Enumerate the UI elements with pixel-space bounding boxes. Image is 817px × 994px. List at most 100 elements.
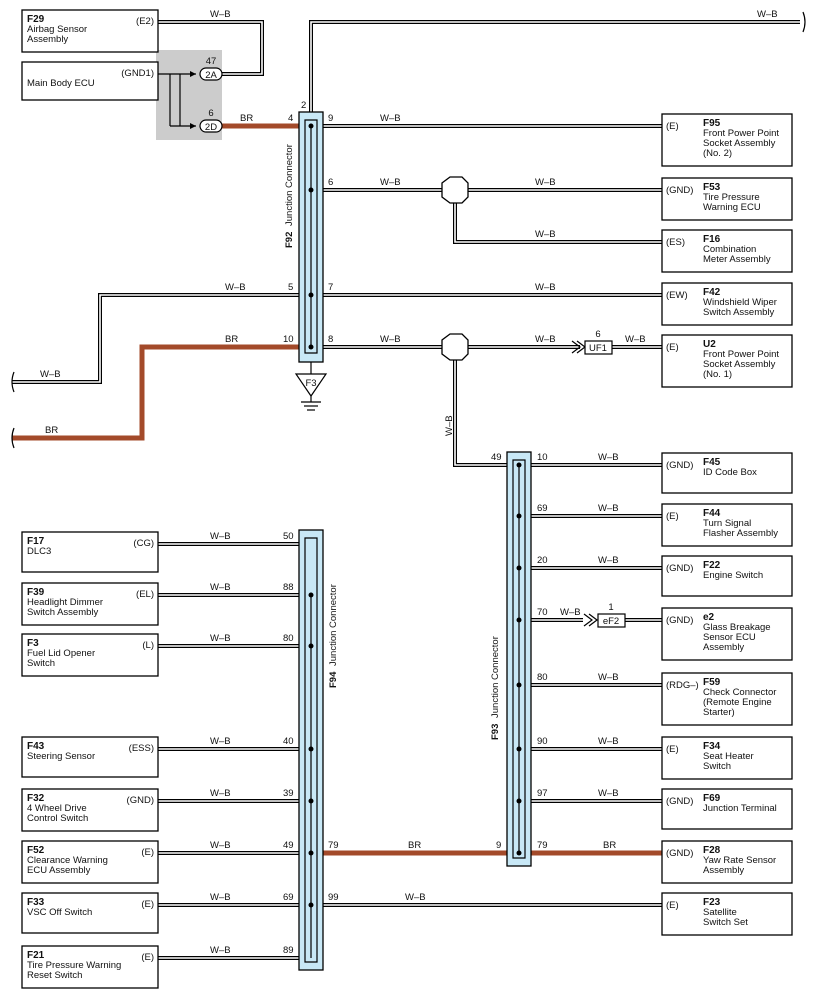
component-name-line: Switch Assembly [27, 607, 99, 618]
component-box [661, 229, 793, 273]
pin-number: 2 [301, 100, 306, 111]
component-code: F59 [703, 677, 721, 688]
component-pin-label: (E) [666, 900, 679, 911]
component-code: F44 [703, 508, 721, 519]
component-code: F28 [703, 845, 721, 856]
component-name-line: Airbag Sensor [27, 24, 87, 35]
component-name-line: ID Code Box [703, 467, 757, 478]
component-pin-label: (CG) [133, 538, 154, 549]
pin-number: 69 [283, 892, 294, 903]
component-code: F21 [27, 950, 45, 961]
component-name-line: Switch [27, 658, 55, 669]
component-box [21, 633, 159, 677]
component-code: F52 [27, 845, 45, 856]
component-box [661, 892, 793, 936]
pin-number: 7 [328, 282, 333, 293]
pin-number: 70 [537, 607, 548, 618]
component-pin-label: (GND) [666, 185, 693, 196]
wires-br [12, 123, 662, 856]
pin-number: 69 [537, 503, 548, 514]
splice-2 [441, 333, 469, 361]
pin-number: 4 [288, 113, 293, 124]
component-pin-label: (GND) [666, 563, 693, 574]
connector-ef2-pin: 1 [608, 602, 613, 613]
connector-2a: 2A 47 [199, 56, 223, 81]
component-box [661, 672, 793, 726]
component-pin-label: (L) [142, 640, 154, 651]
component-box [661, 503, 793, 547]
connector-2d: 2D 6 [199, 108, 223, 133]
pin-number: 50 [283, 531, 294, 542]
component-box [21, 840, 159, 884]
junction-f93-code: F93 [490, 724, 501, 740]
pin-number: 8 [328, 334, 333, 345]
pin-numbers: 2 4 9 6 5 7 10 8 49 10 69 20 70 80 90 97… [283, 100, 548, 956]
wire-color-labels: W–B W–B BR W–B W–B W–B W–B W–B W–B W–B B… [40, 9, 778, 956]
connector-2d-label: 2D [205, 122, 217, 133]
component-box [21, 945, 159, 989]
component-code: F23 [703, 897, 721, 908]
component-name-line: Front Power Point [703, 349, 779, 360]
component-code: F42 [703, 287, 721, 298]
component-box [661, 334, 793, 388]
component-box [21, 582, 159, 626]
component-code: F43 [27, 741, 45, 752]
component-name-line: Sensor ECU [703, 632, 756, 643]
component-name-line: Starter) [703, 707, 735, 718]
wire-label: BR [408, 840, 421, 851]
component-pin-label: (EL) [136, 589, 154, 600]
component-name-line: Assembly [703, 865, 744, 876]
component-name-line: Assembly [27, 34, 68, 45]
pin-number: 49 [283, 840, 294, 851]
connector-2d-pin: 6 [208, 108, 213, 119]
pin-number: 79 [328, 840, 339, 851]
component-code: F22 [703, 560, 721, 571]
component-code: F34 [703, 741, 721, 752]
wire-label: W–B [210, 736, 231, 747]
component-code: F95 [703, 118, 721, 129]
component-name-line: Junction Terminal [703, 803, 777, 814]
wire-label: W–B [210, 840, 231, 851]
component-box [661, 788, 793, 830]
junction-f94-code: F94 [328, 671, 339, 688]
component-box [21, 61, 159, 101]
component-name-line: Tire Pressure [703, 192, 760, 203]
splice-1 [441, 176, 469, 204]
wire-label: W–B [380, 177, 401, 188]
wire-label: W–B [380, 113, 401, 124]
component-name-line: Front Power Point [703, 128, 779, 139]
component-name-line: Turn Signal [703, 518, 751, 529]
connector-uf1-pin: 6 [595, 329, 600, 340]
component-name-line: Socket Assembly [703, 359, 776, 370]
component-name-line: Fuel Lid Opener [27, 648, 95, 659]
component-name-line: Tire Pressure Warning [27, 960, 121, 971]
svg-text:F94 Junction Connector: F94 Junction Connector [328, 584, 339, 688]
wire-label: W–B [210, 633, 231, 644]
pin-number: 6 [328, 177, 333, 188]
pin-number: 80 [283, 633, 294, 644]
pin-number: 9 [328, 113, 333, 124]
component-pin-label: (E) [666, 511, 679, 522]
connector-uf1-label: UF1 [589, 343, 607, 354]
wire-label: W–B [40, 369, 61, 380]
component-name-line: Switch [703, 761, 731, 772]
wire-label: W–B [210, 582, 231, 593]
component-box [21, 736, 159, 778]
wire-label: W–B [598, 452, 619, 463]
component-pin-label: (E) [141, 847, 154, 858]
pin-number: 10 [283, 334, 294, 345]
connector-uf1: UF1 6 [571, 329, 613, 355]
pin-number: 99 [328, 892, 339, 903]
junction-f92-label: Junction Connector [284, 144, 295, 226]
